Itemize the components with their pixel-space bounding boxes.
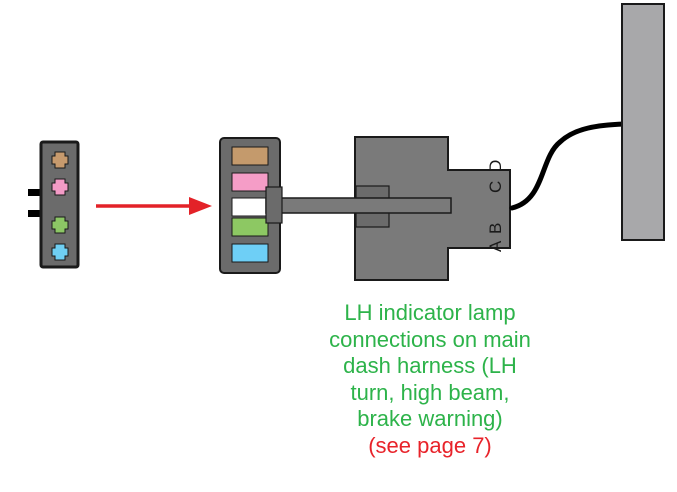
small-connector-tab-lower bbox=[28, 210, 45, 217]
socket-slot-light-blue bbox=[231, 243, 269, 263]
caption-line: connections on main bbox=[329, 326, 531, 352]
socket-slot-pink bbox=[231, 172, 269, 192]
plug-pin-label-c: C bbox=[486, 181, 505, 193]
socket-blade-stub bbox=[265, 186, 283, 224]
small-connector-pin-brown bbox=[51, 151, 69, 169]
caption-line: brake warning) bbox=[357, 406, 503, 431]
small-connector-pin-pink bbox=[51, 178, 69, 196]
page-reference: (see page 7) bbox=[368, 432, 492, 458]
connector-blade bbox=[265, 197, 452, 214]
direction-arrow bbox=[96, 197, 212, 215]
plug-pin-label-a: A bbox=[486, 240, 505, 252]
socket-slot-green bbox=[231, 217, 269, 237]
socket-slot-brown bbox=[231, 146, 269, 166]
small-connector-pin-light-blue bbox=[51, 243, 69, 261]
panel-bracket bbox=[621, 3, 665, 241]
plug-pin-label-b: B bbox=[486, 223, 505, 234]
arrow-head bbox=[189, 197, 212, 215]
plug-pin-label-d: D bbox=[486, 160, 505, 172]
socket-slot-white bbox=[231, 197, 269, 217]
small-connector-body bbox=[39, 140, 80, 269]
harness-wire bbox=[509, 121, 627, 211]
caption-line: LH indicator lamp bbox=[344, 300, 516, 325]
small-connector-pin-green bbox=[51, 216, 69, 234]
small-connector-tab-upper bbox=[28, 189, 45, 196]
caption-line: dash harness (LH bbox=[343, 353, 517, 378]
caption: LH indicator lamp connections on main da… bbox=[300, 300, 560, 459]
small-connector bbox=[28, 140, 80, 269]
caption-line: turn, high beam, bbox=[350, 379, 510, 405]
socket-connector bbox=[219, 137, 281, 274]
